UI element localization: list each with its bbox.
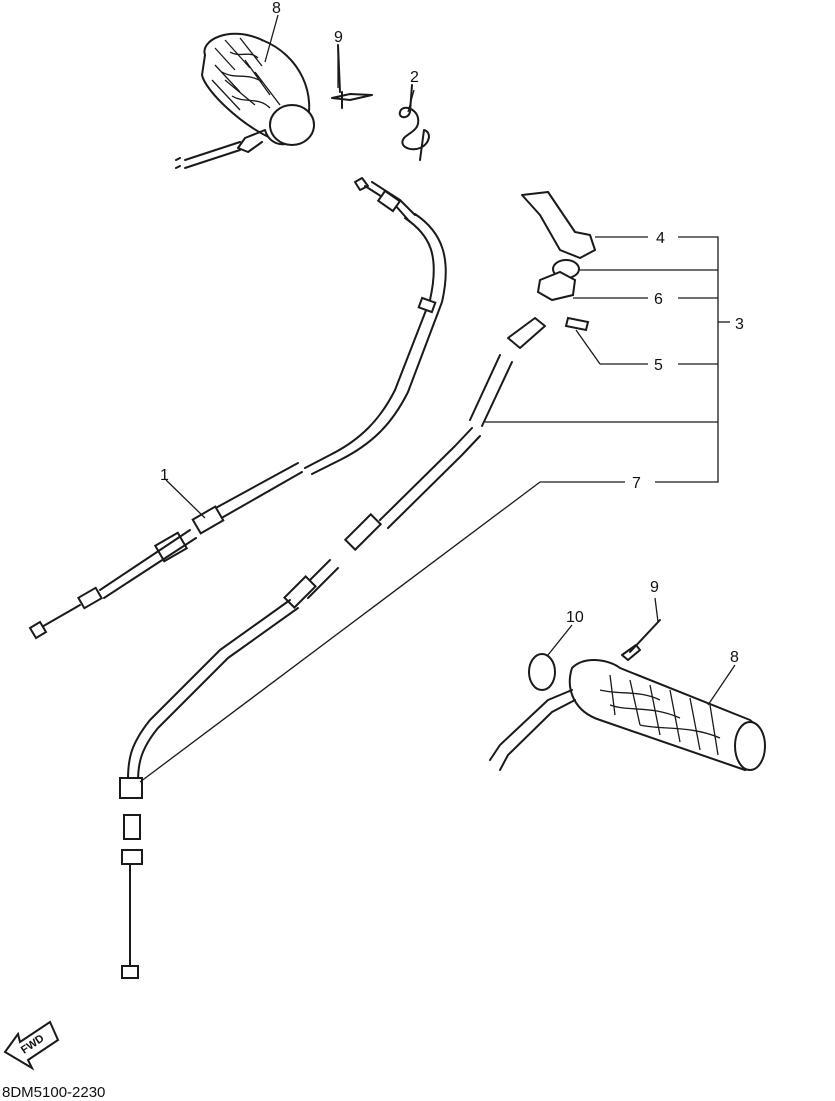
cable-1 — [28, 177, 447, 640]
callout-labels: 1 2 3 4 5 6 7 8 8 9 9 10 — [160, 0, 744, 666]
callout-9-bottom: 9 — [650, 579, 659, 596]
callout-2: 2 — [410, 69, 419, 86]
callout-5: 5 — [654, 357, 663, 374]
callout-4: 4 — [656, 230, 665, 247]
leader-lines — [139, 14, 736, 783]
fwd-arrow: FWD — [3, 1020, 60, 1071]
callout-7: 7 — [632, 475, 641, 492]
left-grip-assembly — [175, 32, 315, 169]
cable-7 — [119, 317, 546, 979]
cable-clip — [398, 84, 430, 161]
callout-3: 3 — [735, 316, 744, 333]
callout-1: 1 — [160, 467, 169, 484]
callout-6: 6 — [654, 291, 663, 308]
callout-8-top: 8 — [272, 0, 281, 17]
callout-8-bottom: 8 — [730, 649, 739, 666]
cable-guide-assembly — [521, 191, 596, 332]
callout-9-top: 9 — [334, 29, 343, 46]
drawing-code: 8DM5100-2230 — [2, 1084, 105, 1101]
callout-10: 10 — [566, 609, 584, 626]
right-grip-assembly — [489, 619, 766, 771]
